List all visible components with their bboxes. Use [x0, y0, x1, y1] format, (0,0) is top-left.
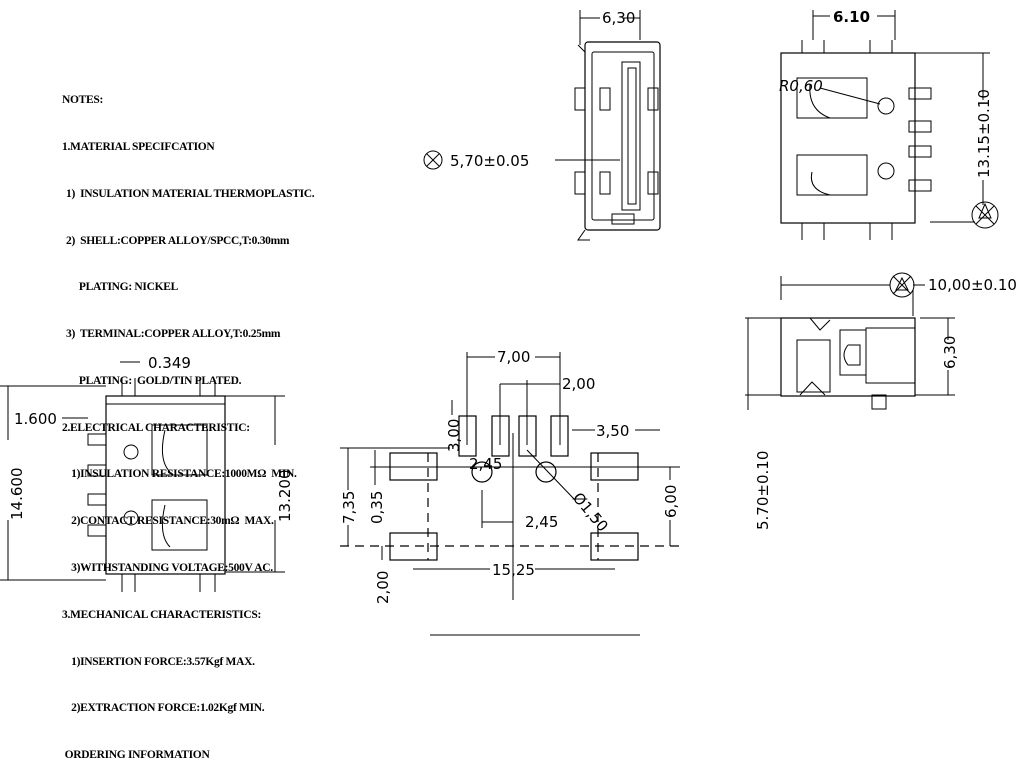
- note-line: 2)EXTRACTION FORCE:1.02Kgf MIN.: [66, 702, 265, 715]
- side-length-dim: 10,00±0.10: [928, 276, 1017, 294]
- pitch-dim: 2,00: [562, 375, 595, 393]
- note-line: 1.MATERIAL SPECIFCATION: [62, 140, 215, 153]
- front-height-dim: 5,70±0.05: [450, 152, 529, 170]
- radius-dim: R0,60: [779, 77, 823, 95]
- side-view: 10,00±0.10 6,30 5.70±0.10: [745, 272, 1017, 530]
- top-view: 6.10 R0,60 13.15±0.10: [779, 8, 999, 240]
- span-dim: 15,25: [492, 561, 535, 579]
- hole-offset-top-dim: 2,45: [469, 455, 502, 473]
- pad-length-dim: 3,00: [445, 419, 463, 452]
- total-height-dim: 7,35: [340, 491, 358, 524]
- total-length-dim: 14.600: [8, 468, 26, 521]
- note-line: 1)INSULATION RESISTANCE:1000MΩ MIN.: [66, 468, 297, 481]
- front-view: 6,30 5,70±0.05: [423, 9, 661, 241]
- pad-gap-dim: 3,50: [596, 422, 629, 440]
- front-width-dim: 6,30: [602, 9, 635, 27]
- note-line: PLATING: NICKEL: [66, 281, 178, 294]
- note-line: 1) INSULATION MATERIAL THERMOPLASTIC.: [66, 187, 315, 200]
- datum-symbol-icon: [971, 201, 999, 229]
- side-height-dim: 6,30: [941, 336, 959, 369]
- note-line: PLATING: GOLD/TIN PLATED.: [66, 374, 242, 387]
- row-spacing-dim: 6,00: [662, 485, 680, 518]
- notes-title: NOTES:: [62, 94, 104, 107]
- note-line: 2) SHELL:COPPER ALLOY/SPCC,T:0.30mm: [66, 234, 290, 247]
- side-total-height-dim: 5.70±0.10: [754, 451, 772, 530]
- body-length-dim: 13.200: [276, 470, 294, 523]
- note-line: 1)INSERTION FORCE:3.57Kgf MAX.: [66, 655, 255, 668]
- row-offset-dim: 0,35: [368, 491, 386, 524]
- locating-hole: [471, 461, 493, 483]
- pad-height-dim: 2,00: [374, 571, 392, 604]
- datum-symbol-icon: [889, 272, 915, 298]
- bottom-view: 0.349 1.600 14.600 13.200: [0, 354, 294, 592]
- pcb-footprint: 7,00 2,00 3,00 3,50 2,45 2,45 Ø1,50 7,35…: [340, 348, 680, 604]
- note-line: ORDERING INFORMATION: [62, 749, 210, 762]
- tab-dim: 0.349: [148, 354, 191, 372]
- top-width-dim: 6.10: [833, 8, 870, 26]
- hole-diameter-dim: Ø1,50: [569, 489, 612, 535]
- locating-hole: [535, 461, 557, 483]
- note-line: 3)WITHSTANDING VOLTAGE:500V AC.: [66, 562, 273, 574]
- flatness-symbol-icon: [423, 150, 443, 170]
- outer-pitch-dim: 7,00: [497, 348, 530, 366]
- offset-dim: 1.600: [14, 410, 57, 428]
- drawing-canvas: 6,30 5,70±0.05 6.10: [0, 8, 1017, 636]
- top-length-dim: 13.15±0.10: [975, 89, 993, 178]
- shell-pad: [389, 532, 438, 561]
- shell-pad: [590, 532, 639, 561]
- note-line: 3.MECHANICAL CHARACTERISTICS:: [62, 608, 261, 621]
- note-line: 3) TERMINAL:COPPER ALLOY,T:0.25mm: [66, 328, 281, 341]
- hole-offset-dim: 2,45: [525, 513, 558, 531]
